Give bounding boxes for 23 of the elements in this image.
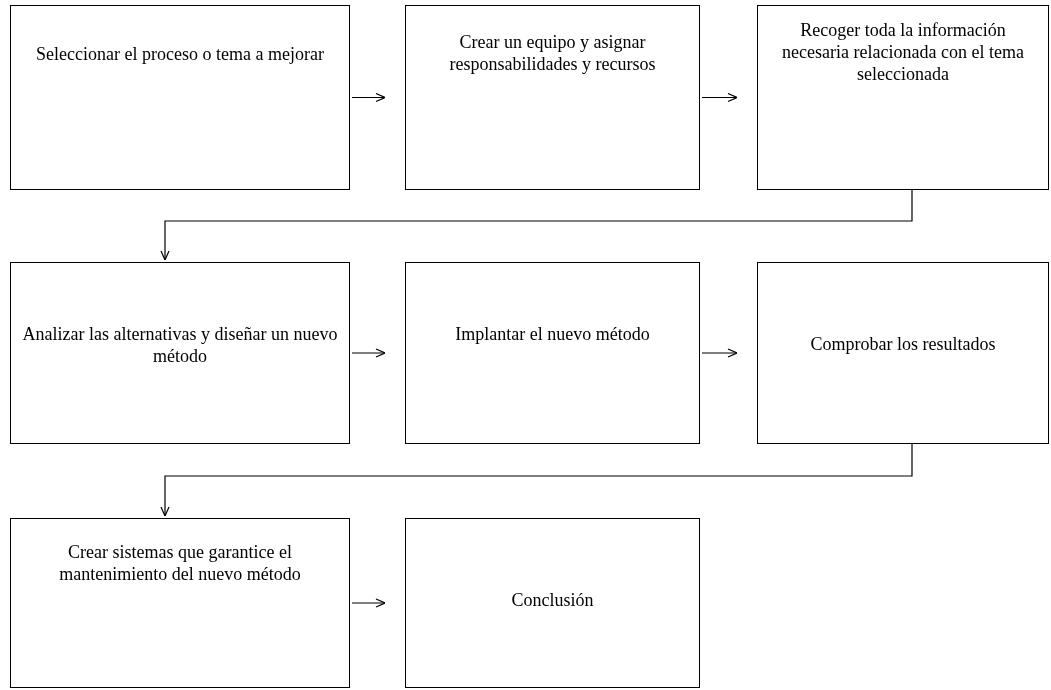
process-box (405, 5, 700, 190)
arrow (351, 598, 386, 608)
process-box (757, 5, 1049, 190)
process-box (10, 5, 350, 190)
arrow (160, 189, 913, 261)
process-box (10, 262, 350, 444)
step-text: Crear sistemas que garantice el mantenimiento del nuevo método (58, 541, 302, 585)
step-text: Comprobar los resultados (809, 333, 997, 355)
process-box (10, 518, 350, 688)
arrow (351, 92, 386, 103)
arrow (160, 443, 913, 517)
arrow (701, 348, 738, 358)
step-text: Seleccionar el proceso o tema a mejorar (35, 43, 325, 65)
arrow (701, 92, 738, 103)
step-text: Recoger toda la información necesaria relacionada con el tema seleccionada (781, 19, 1025, 85)
process-box (405, 262, 700, 444)
arrow (351, 348, 386, 358)
step-text: Analizar las alternativas y diseñar un nuevo método (21, 323, 339, 367)
step-text: Implantar el nuevo método (454, 323, 651, 345)
process-box (757, 262, 1049, 444)
step-text: Crear un equipo y asignar responsabilidades y recursos (448, 31, 657, 75)
process-box (405, 518, 700, 688)
step-text: Conclusión (510, 589, 595, 611)
